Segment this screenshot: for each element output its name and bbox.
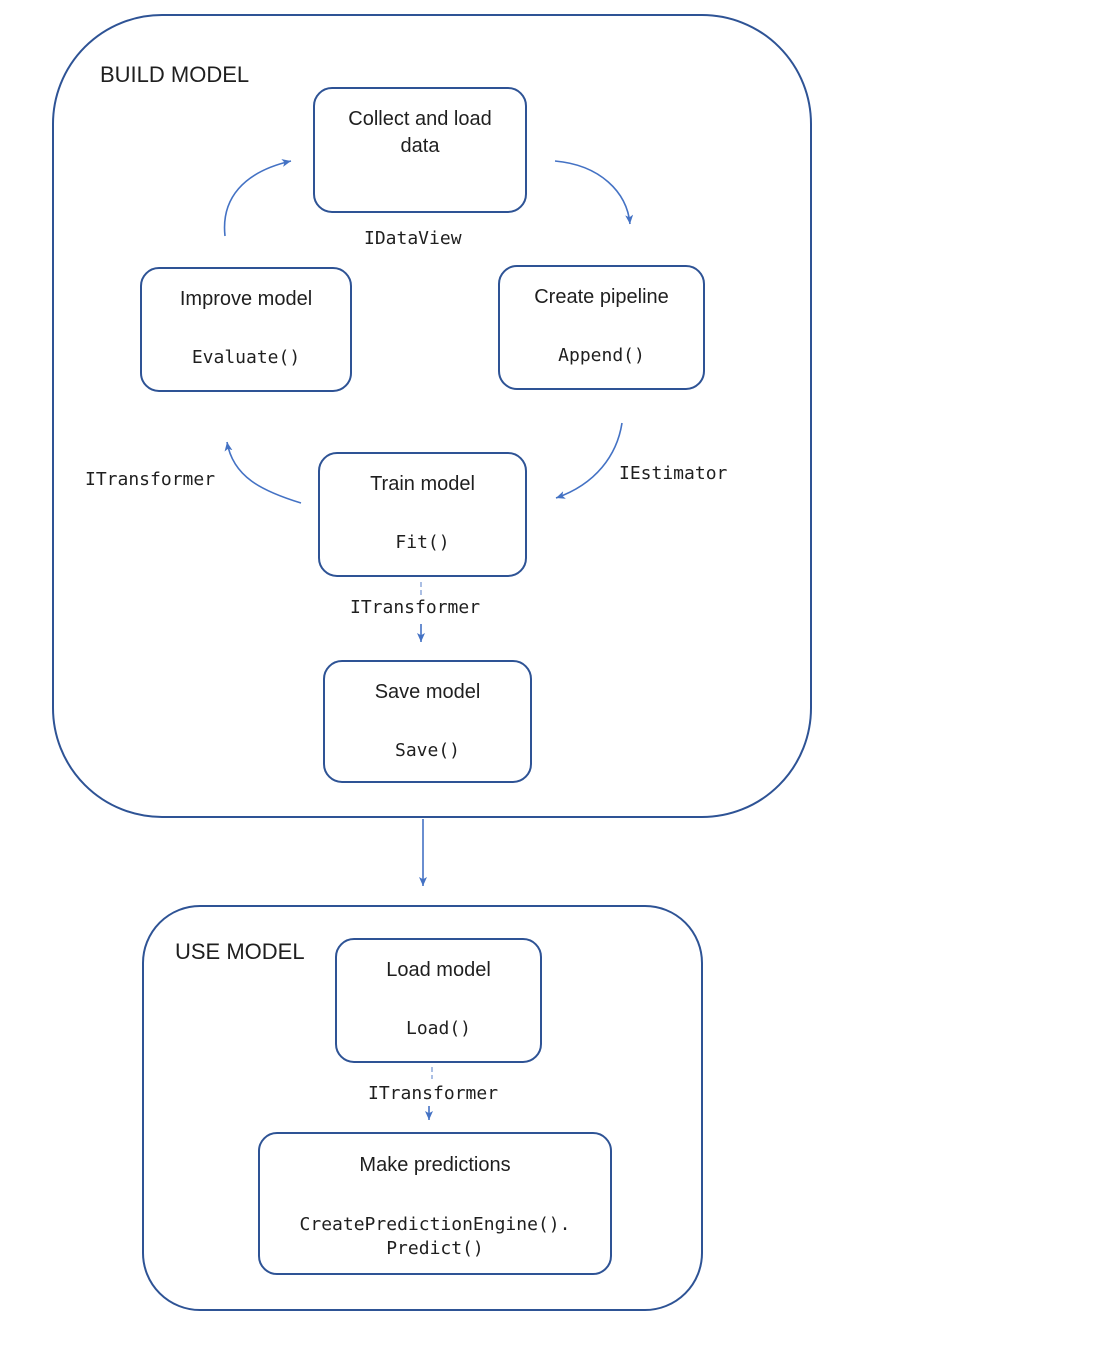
label-idataview: IDataView [364, 228, 462, 249]
node-title: Create pipeline [534, 286, 669, 308]
use-model-container [142, 905, 703, 1311]
build-model-container [52, 14, 812, 818]
node-code-line-1: CreatePredictionEngine(). [299, 1214, 571, 1235]
node-title: Load model [386, 959, 491, 981]
build-model-label: BUILD MODEL [100, 62, 250, 87]
node-code: Fit() [395, 532, 450, 553]
node-code: CreatePredictionEngine(). Predict() [260, 1213, 610, 1261]
node-make-predictions: Make predictions CreatePredictionEngine(… [258, 1132, 612, 1275]
node-load-model: Load model Load() [335, 938, 542, 1063]
label-iestimator: IEstimator [619, 463, 728, 484]
node-title: Improve model [179, 288, 313, 310]
node-title: Save model [374, 681, 481, 703]
use-model-label: USE MODEL [175, 939, 305, 964]
node-code: Evaluate() [191, 347, 301, 368]
node-code: Load() [405, 1018, 472, 1039]
label-itransformer-to-save: ITransformer [350, 597, 481, 618]
node-code: Append() [558, 345, 645, 366]
node-code: Save() [394, 740, 461, 761]
node-improve-model: Improve model Evaluate() [140, 267, 352, 392]
node-create-pipeline: Create pipeline Append() [498, 265, 705, 390]
label-itransformer-feedback: ITransformer [85, 469, 216, 490]
node-title: Collect and load data [348, 108, 492, 157]
node-code-line-2: Predict() [386, 1238, 484, 1259]
node-train-model: Train model Fit() [318, 452, 527, 577]
node-title: Train model [370, 473, 475, 495]
label-itransformer-use: ITransformer [368, 1083, 499, 1104]
node-collect-and-load-data: Collect and load data [313, 87, 527, 213]
node-save-model: Save model Save() [323, 660, 532, 783]
node-title: Make predictions [359, 1154, 511, 1176]
